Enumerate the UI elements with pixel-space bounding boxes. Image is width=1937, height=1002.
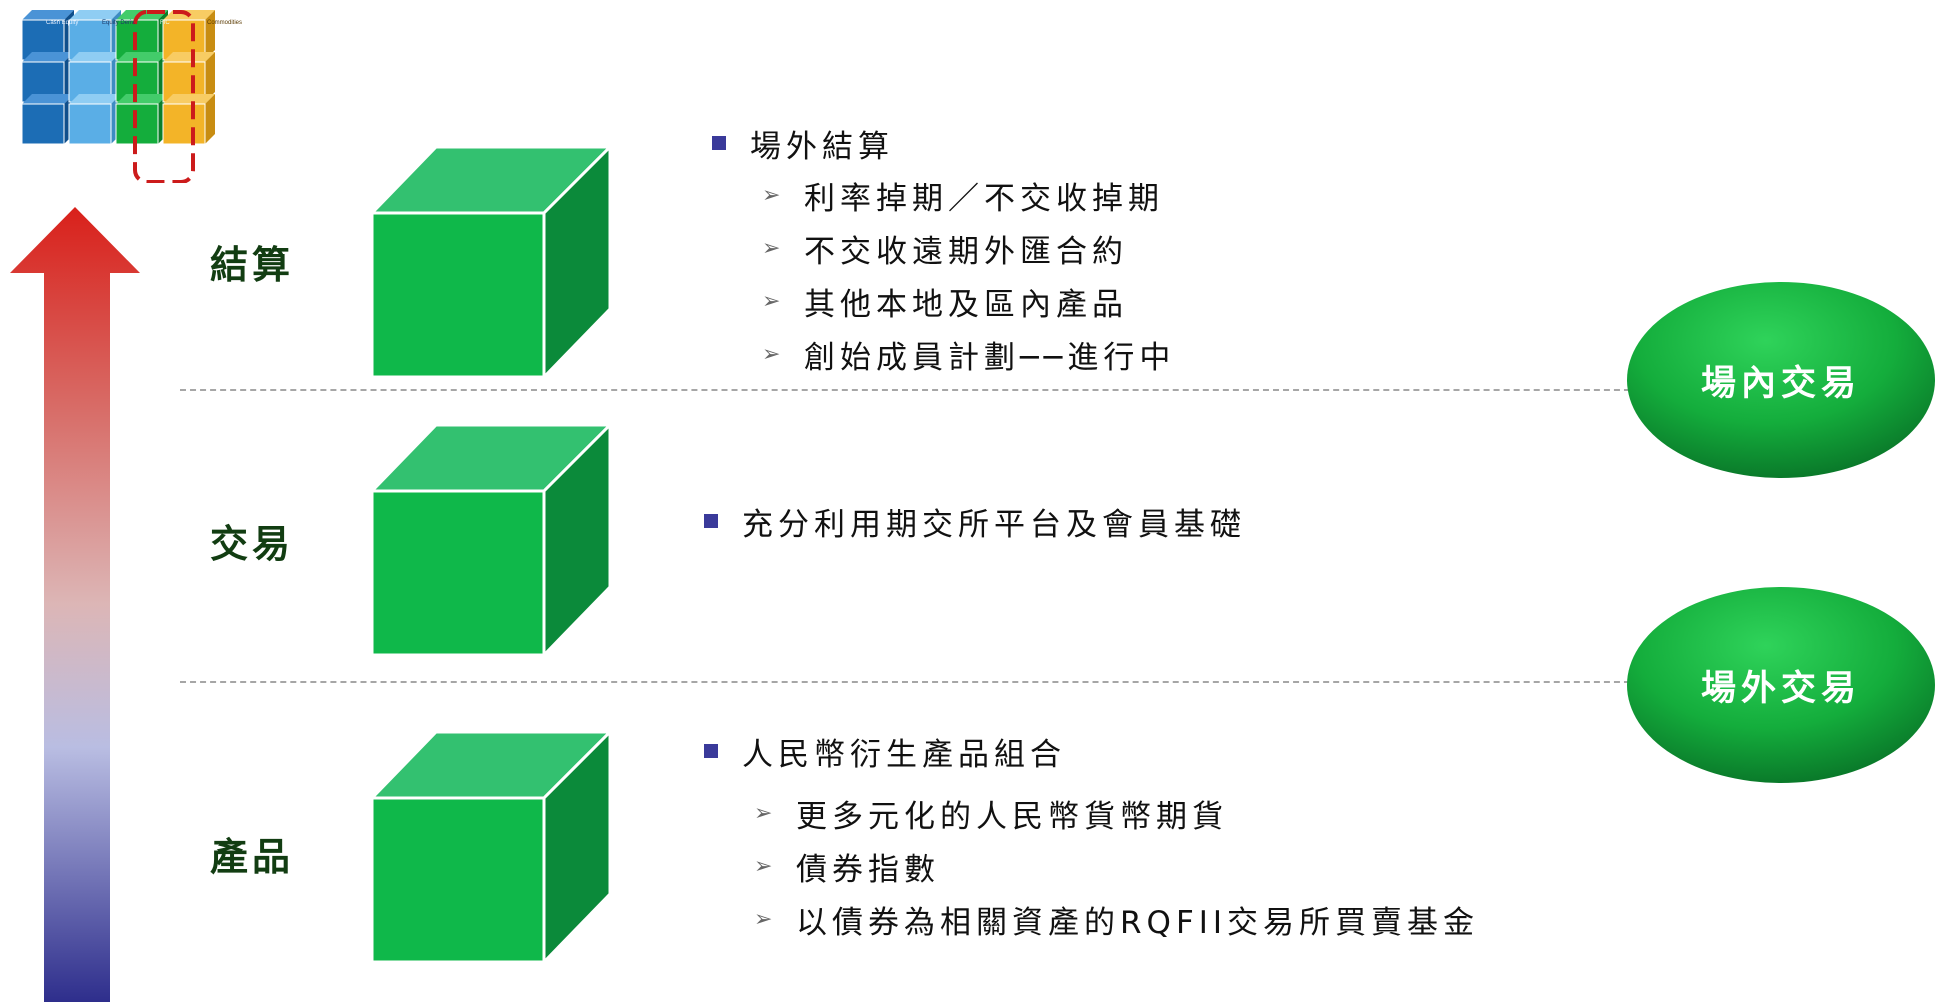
exchange-traded-oval: 場內交易 [1625,280,1937,480]
clearing-item: ➢ 利率掉期／不交收掉期 [712,169,1175,222]
square-bullet-icon [704,744,718,758]
trading-heading-row: 充分利用期交所平台及會員基礎 [704,495,1246,547]
logo-cube-equity-deriv [68,94,121,145]
arrow-bullet-icon: ➢ [762,342,786,367]
clearing-item: ➢ 其他本地及區內產品 [712,275,1175,328]
products-item-text: 以債券為相關資產的RQFII交易所買賣基金 [796,905,1480,941]
arrow-bullet-icon: ➢ [762,183,786,208]
products-item: ➢ 更多元化的人民幣貨幣期貨 [704,787,1479,840]
logo-col-label-cash: Cash Equity [46,20,78,26]
divider-trading-products [180,681,1640,683]
layer-label-products: 產品 [210,834,295,879]
layer-label-trading: 交易 [210,521,295,566]
fic-highlight-frame [133,10,195,183]
divider-clearing-trading [180,389,1640,391]
arrow-bullet-icon: ➢ [762,236,786,261]
clearing-heading-row: 場外結算 [712,117,1175,169]
arrow-bullet-icon: ➢ [754,854,778,879]
clearing-heading: 場外結算 [750,128,894,165]
logo-cube-commodities [162,94,215,145]
exchange-oval-label: 場內交易 [1700,363,1861,404]
products-heading: 人民幣衍生產品組合 [742,736,1066,773]
products-item-text: 更多元化的人民幣貨幣期貨 [796,799,1228,835]
logo-col-label-commodities: Commodities [207,20,242,26]
products-section: 人民幣衍生產品組合 ➢ 更多元化的人民幣貨幣期貨 ➢ 債券指數 ➢ 以債券為相關… [704,725,1479,946]
exchange-oval-shape [1627,282,1935,478]
arrow-bullet-icon: ➢ [762,289,786,314]
arrow-bullet-icon: ➢ [754,907,778,932]
clearing-item: ➢ 創始成員計劃──進行中 [712,328,1175,381]
products-cube [370,730,614,965]
square-bullet-icon [712,136,726,150]
clearing-item-text: 其他本地及區內產品 [804,287,1128,323]
clearing-item-text: 創始成員計劃──進行中 [804,340,1176,376]
arrow-bullet-icon: ➢ [754,801,778,826]
otc-oval-label: 場外交易 [1700,668,1861,709]
asset-class-cube-logo: Cash Equity Equity Deriv. FIC Commoditie… [21,10,242,183]
products-item-text: 債券指數 [796,852,940,888]
products-heading-row: 人民幣衍生產品組合 [704,725,1479,777]
products-item: ➢ 以債券為相關資產的RQFII交易所買賣基金 [704,893,1479,946]
trading-section: 充分利用期交所平台及會員基礎 [704,495,1246,547]
trading-heading: 充分利用期交所平台及會員基礎 [742,506,1246,543]
square-bullet-icon [704,514,718,528]
logo-col-label-fic: FIC [160,20,170,26]
clearing-cube [370,145,614,380]
logo-col-label-equity: Equity Deriv. [102,20,136,26]
otc-oval-shape [1627,587,1935,783]
products-item: ➢ 債券指數 [704,840,1479,893]
layer-label-clearing: 結算 [210,242,295,287]
upward-progress-arrow [10,207,140,1002]
otc-oval: 場外交易 [1625,585,1937,785]
clearing-item: ➢ 不交收遠期外匯合約 [712,222,1175,275]
clearing-section: 場外結算 ➢ 利率掉期／不交收掉期 ➢ 不交收遠期外匯合約 ➢ 其他本地及區內產… [712,117,1175,381]
trading-cube [370,423,614,658]
logo-cube-cash-equity [21,94,74,145]
clearing-item-text: 不交收遠期外匯合約 [804,234,1128,270]
clearing-item-text: 利率掉期／不交收掉期 [804,181,1164,217]
logo-cube-fic [115,94,168,145]
